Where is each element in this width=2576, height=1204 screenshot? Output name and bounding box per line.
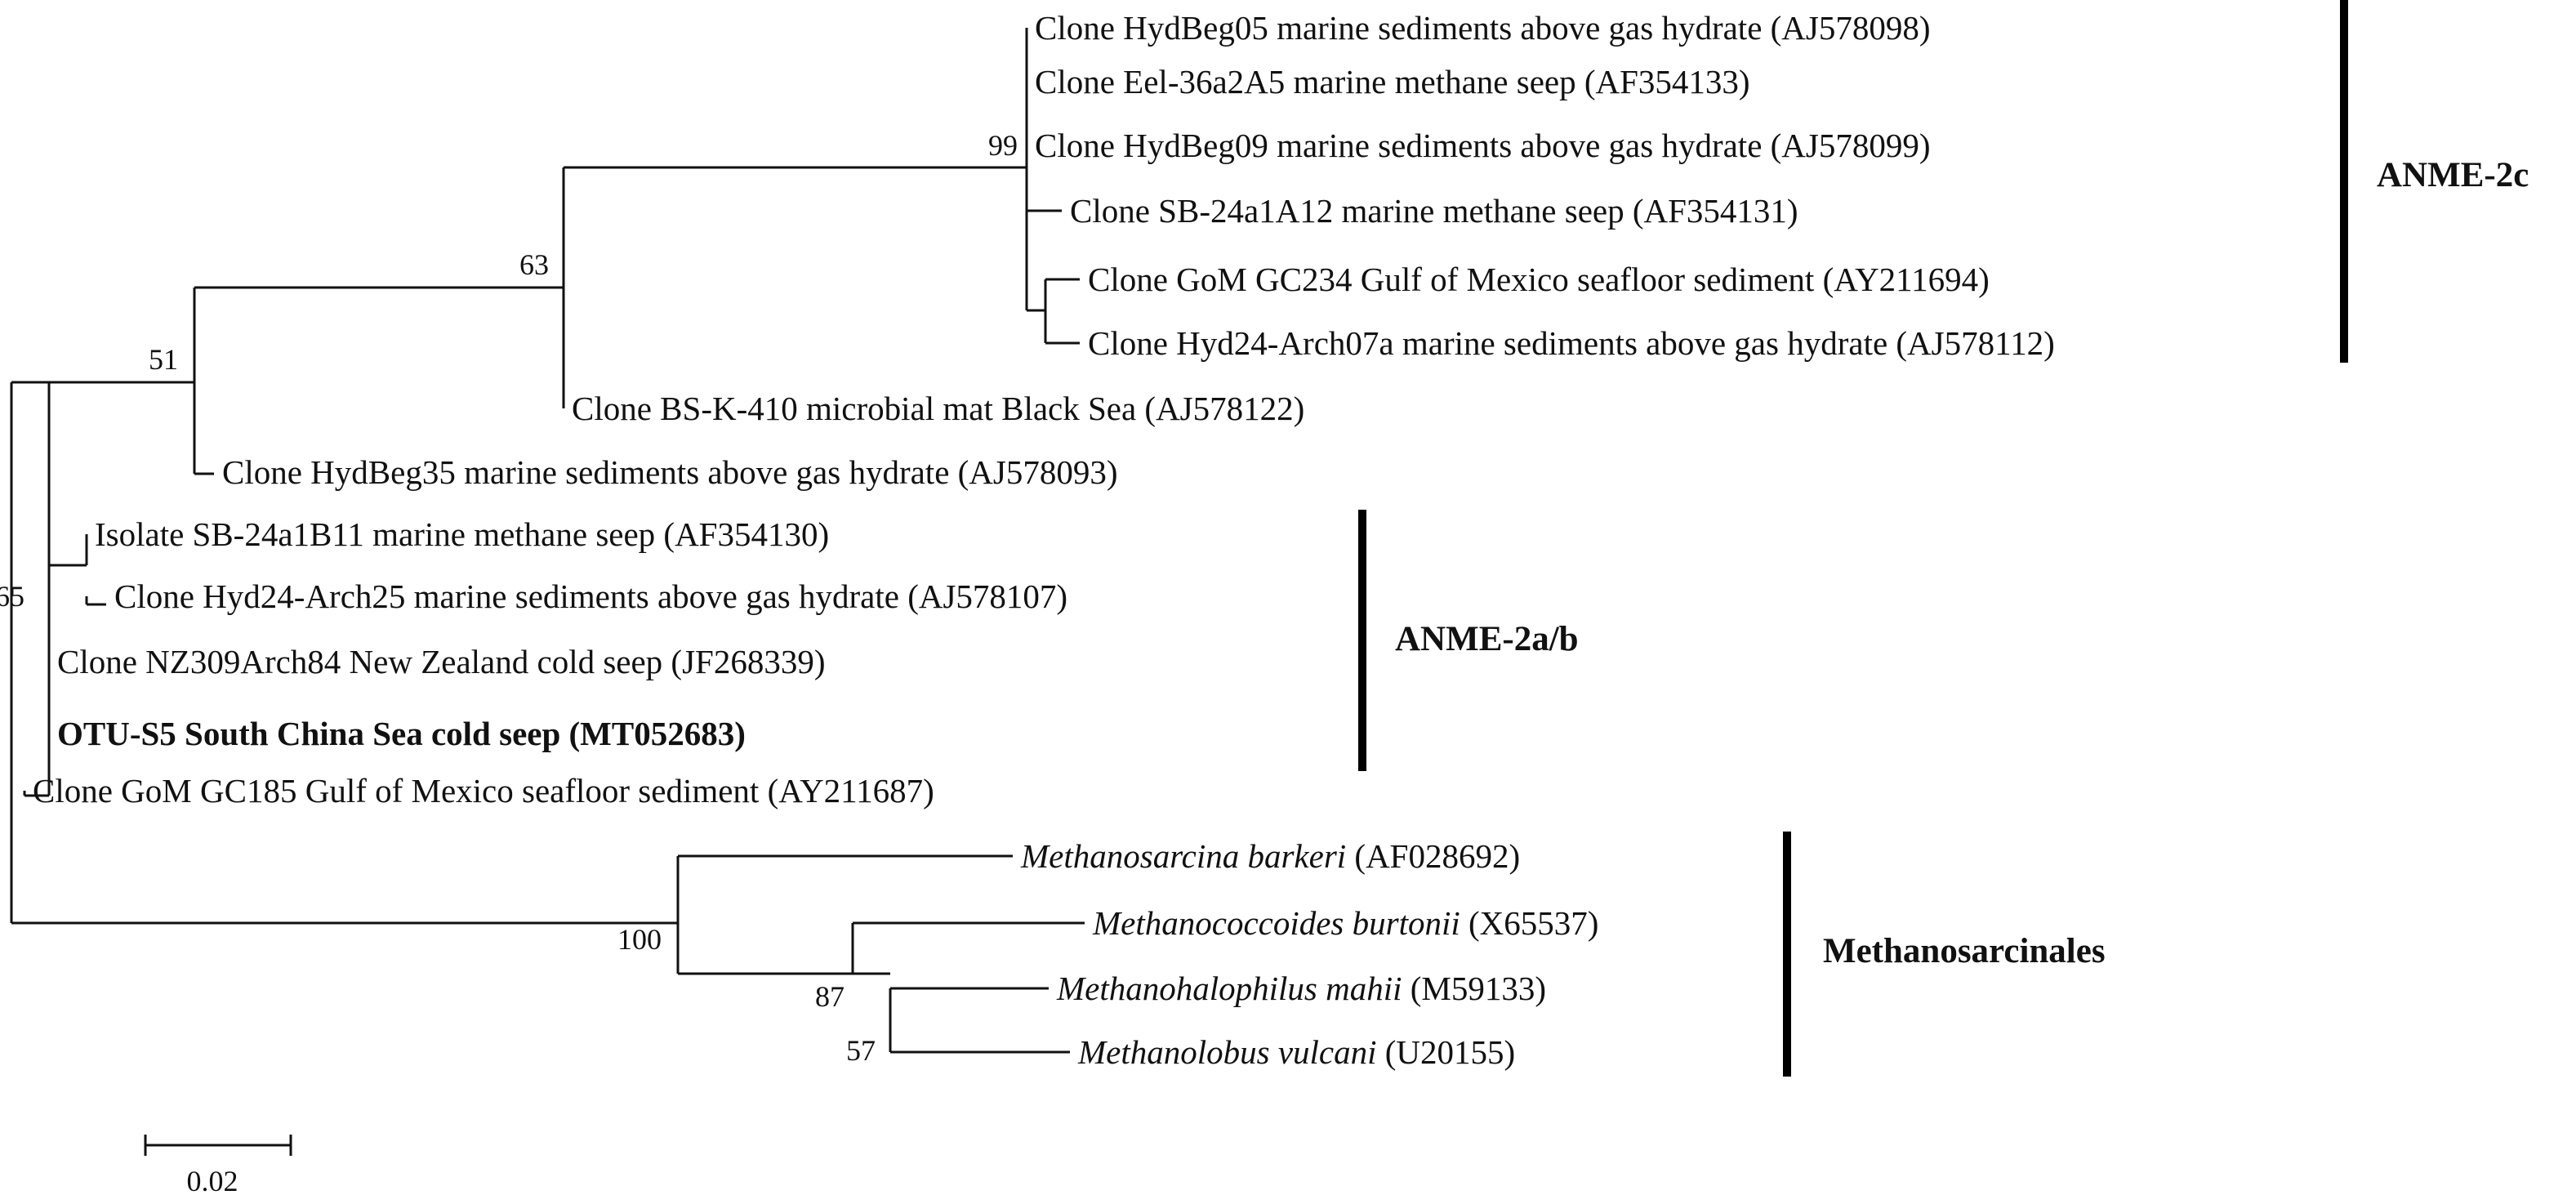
leaf-label: Methanosarcina barkeri (AF028692) <box>1020 837 1520 875</box>
leaf-text: Isolate SB-24a1B11 marine methane seep (… <box>95 515 829 553</box>
leaf-text: Clone HydBeg09 marine sediments above ga… <box>1035 127 1931 164</box>
bootstrap-value: 87 <box>815 980 845 1013</box>
leaf-text: Clone Eel-36a2A5 marine methane seep (AF… <box>1035 63 1750 100</box>
leaf-label: Clone Hyd24-Arch07a marine sediments abo… <box>1088 324 2055 362</box>
bootstrap-value: 57 <box>846 1034 876 1067</box>
leaf-label: Clone HydBeg35 marine sediments above ga… <box>222 453 1118 491</box>
leaf-text: OTU-S5 South China Sea cold seep (MT0526… <box>57 715 746 752</box>
leaf-text: Clone HydBeg05 marine sediments above ga… <box>1035 9 1931 47</box>
leaf-label: Clone Eel-36a2A5 marine methane seep (AF… <box>1035 63 1750 100</box>
leaf-label: Clone GoM GC234 Gulf of Mexico seafloor … <box>1088 261 1990 298</box>
leaf-label: Clone HydBeg09 marine sediments above ga… <box>1035 127 1931 164</box>
leaf-label: Clone SB-24a1A12 marine methane seep (AF… <box>1070 192 1798 230</box>
species-name: Methanococcoides burtonii <box>1092 904 1460 942</box>
bootstrap-value: 63 <box>519 248 549 281</box>
bootstrap-value: 99 <box>988 129 1018 162</box>
leaf-label: Clone BS-K-410 microbial mat Black Sea (… <box>572 390 1304 427</box>
bootstrap-value: 51 <box>149 343 178 376</box>
leaf-label: Clone NZ309Arch84 New Zealand cold seep … <box>57 643 826 680</box>
leaf-text: Clone GoM GC234 Gulf of Mexico seafloor … <box>1088 261 1990 298</box>
leaf-text: Clone SB-24a1A12 marine methane seep (AF… <box>1070 192 1798 230</box>
scale-bar: 0.02 <box>144 1135 292 1197</box>
bootstrap-value: 100 <box>617 923 662 956</box>
leaf-text: Clone Hyd24-Arch25 marine sediments abov… <box>114 577 1067 615</box>
leaf-text: Clone BS-K-410 microbial mat Black Sea (… <box>572 390 1304 427</box>
leaf-label: Methanococcoides burtonii (X65537) <box>1092 904 1598 942</box>
scale-bar-label: 0.02 <box>187 1165 238 1197</box>
leaf-text: Clone HydBeg35 marine sediments above ga… <box>222 453 1118 491</box>
leaf-label: Methanolobus vulcani (U20155) <box>1077 1033 1515 1071</box>
leaf-label: OTU-S5 South China Sea cold seep (MT0526… <box>57 715 746 752</box>
species-name: Methanohalophilus mahii <box>1056 970 1402 1007</box>
species-name: Methanolobus vulcani <box>1077 1033 1377 1071</box>
leaf-label: Clone GoM GC185 Gulf of Mexico seafloor … <box>33 772 934 809</box>
leaf-text: (M59133) <box>1402 970 1547 1007</box>
leaf-label: Clone Hyd24-Arch25 marine sediments abov… <box>114 577 1067 615</box>
clade-label: Methanosarcinales <box>1823 932 2106 970</box>
leaf-label: Clone HydBeg05 marine sediments above ga… <box>1035 9 1931 47</box>
leaf-text: (AF028692) <box>1346 837 1520 875</box>
leaf-text: (X65537) <box>1460 904 1599 942</box>
leaf-text: Clone NZ309Arch84 New Zealand cold seep … <box>57 643 826 680</box>
species-name: Methanosarcina barkeri <box>1020 837 1346 875</box>
leaf-labels: Clone HydBeg05 marine sediments above ga… <box>33 9 2055 1071</box>
leaf-text: (U20155) <box>1377 1033 1516 1071</box>
tree-branches <box>10 28 1085 1054</box>
leaf-label: Isolate SB-24a1B11 marine methane seep (… <box>95 515 829 553</box>
leaf-text: Clone Hyd24-Arch07a marine sediments abo… <box>1088 324 2055 362</box>
bootstrap-value: 65 <box>0 580 25 613</box>
clade-label: ANME-2a/b <box>1395 620 1579 658</box>
leaf-label: Methanohalophilus mahii (M59133) <box>1056 970 1546 1007</box>
clade-label: ANME-2c <box>2377 156 2529 194</box>
leaf-text: Clone GoM GC185 Gulf of Mexico seafloor … <box>33 772 934 809</box>
